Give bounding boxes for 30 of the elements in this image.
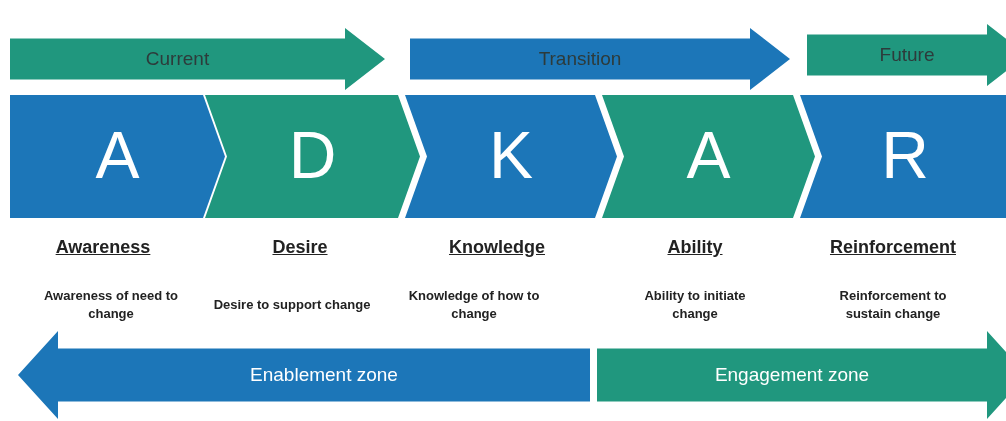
arrow-label: Engagement zone (713, 363, 871, 386)
stage-heading: Awareness (54, 237, 152, 258)
block-arrow (410, 28, 790, 90)
stage-letter: A (685, 117, 732, 193)
block-arrow (10, 28, 385, 90)
stage-heading: Desire (271, 237, 329, 258)
stage-letter: A (94, 117, 141, 193)
block-arrow (807, 24, 1006, 86)
stage-letter: D (287, 117, 338, 193)
stage-letter: K (488, 117, 534, 193)
stage-heading: Reinforcement (829, 237, 957, 258)
stage-heading: Knowledge (448, 237, 546, 258)
stage-block (405, 95, 617, 218)
stage-heading: Ability (666, 237, 724, 258)
stage-block (602, 95, 815, 218)
stage-description: Reinforcement to sustain change (838, 287, 948, 323)
stage-description: Knowledge of how to change (407, 287, 541, 323)
stage-letter: R (880, 117, 930, 193)
block-arrow (18, 331, 590, 419)
stage-description: Desire to support change (212, 296, 372, 314)
stage-description: Ability to initiate change (643, 287, 747, 323)
stage-block (10, 95, 225, 218)
stage-description: Awareness of need to change (42, 287, 180, 323)
arrow-label: Enablement zone (249, 363, 399, 386)
arrow-label: Transition (537, 47, 623, 70)
stage-block (205, 95, 420, 218)
arrow-label: Current (144, 47, 211, 70)
arrow-label: Future (878, 43, 936, 66)
stage-block (800, 95, 1006, 218)
block-arrow (597, 331, 1006, 419)
